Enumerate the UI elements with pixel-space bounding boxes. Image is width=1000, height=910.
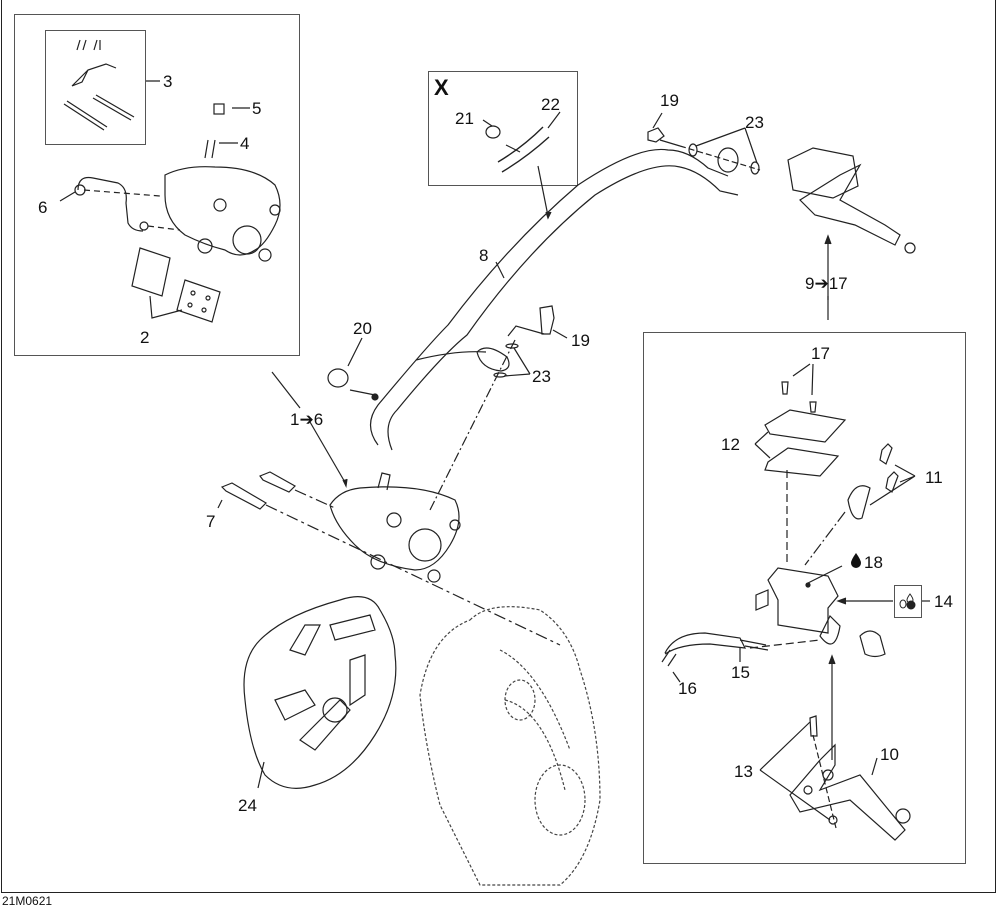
callout-19-lower: 19 [571,331,590,350]
bolt-7a [220,482,267,510]
callout-23-upper: 23 [745,113,764,132]
clamp-21 [485,125,501,139]
callout-22: 22 [541,95,560,114]
callout-24: 24 [238,796,257,815]
inset-x-title: X [434,75,449,100]
callout-4: 4 [240,134,250,153]
pivot-bolt-13 [809,715,818,737]
callout-15: 15 [731,663,750,682]
master-cylinder-body [755,567,839,634]
callout-8: 8 [479,246,489,265]
callout-7: 7 [206,512,216,531]
bolt-11b [885,471,899,493]
diagram-frame [1,0,996,893]
reservoir-cap-12 [764,409,847,443]
bolt-11a [879,443,893,465]
master-cylinder-inset [643,332,966,864]
callout-6: 6 [38,198,48,217]
chassis-ghost [419,606,601,886]
callout-5: 5 [252,99,262,118]
callout-23-lower: 23 [532,367,551,386]
screw-17a [781,381,789,395]
inset-x-hose-kit [428,71,578,186]
brake-disc-24 [243,596,397,789]
clamp-bracket-11 [847,485,871,520]
hardware-kit-parts [63,39,135,131]
callout-12: 12 [721,435,740,454]
caliper-hardware-kit-inset [45,30,146,145]
diagram-code: 21M0621 [2,894,53,908]
brake-lever-upper [799,163,901,246]
seal-kit-icon [899,593,916,610]
brake-pad-outer [176,279,221,323]
callout-9-17: 9➔17 [805,274,848,293]
callout-16: 16 [678,679,697,698]
callout-1-6: 1➔6 [290,410,324,429]
callout-19-upper: 19 [660,91,679,110]
callout-13: 13 [734,762,753,781]
callout-18: 18 [864,553,883,572]
caliper-assembly-inset [14,14,300,356]
screw-17b [809,401,817,413]
callout-17: 17 [811,344,830,363]
banjo-bolt-19-lower [539,305,555,335]
caliper-main-drawing [329,472,461,583]
pushrod-15 [664,632,747,655]
diaphragm-12 [764,447,840,477]
callout-10: 10 [880,745,899,764]
callout-14: 14 [934,592,953,611]
banjo-bolt-19-upper [647,127,681,147]
drop-icon [851,553,861,568]
caliper-inset-drawing [164,103,281,262]
clamp-20 [327,368,349,388]
boot [859,630,886,658]
callout-11: 11 [925,468,943,487]
seal-kit-icon-box [894,585,922,618]
brake-hose-8 [369,148,729,446]
callout-3: 3 [163,72,173,91]
callout-21: 21 [455,109,474,128]
callout-2: 2 [140,328,150,347]
hose-22 [497,126,550,173]
master-cylinder-upper [787,147,859,199]
brake-pad-inner [131,247,171,297]
brake-line-6 [77,176,144,232]
brake-lever-10 [789,743,906,841]
bolt-7b [259,471,296,493]
callout-20: 20 [353,319,372,338]
